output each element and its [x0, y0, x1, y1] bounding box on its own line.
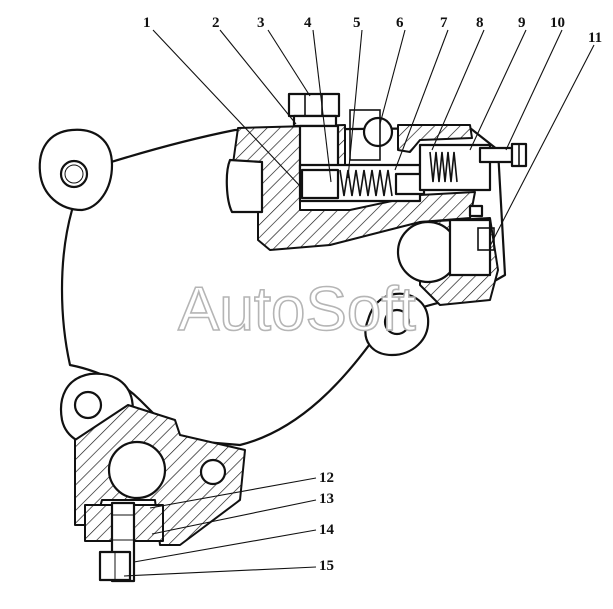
- callout-label-2: 2: [212, 15, 220, 31]
- leader-line-9: [469, 29, 527, 151]
- leader-line-2: [219, 29, 297, 125]
- callout-label-6: 6: [396, 15, 404, 31]
- callout-13: 13: [151, 491, 334, 535]
- callout-label-15: 15: [319, 558, 334, 574]
- callout-label-11: 11: [588, 30, 602, 46]
- callout-5: 5: [347, 15, 363, 179]
- callout-10: 10: [505, 15, 565, 151]
- leader-line-11: [489, 44, 595, 247]
- callout-label-1: 1: [143, 15, 151, 31]
- watermark: AutoSoft: [178, 275, 416, 344]
- callout-3: 3: [257, 15, 311, 97]
- valve-plunger: [300, 168, 340, 200]
- outlet-bore: [107, 440, 167, 500]
- leader-line-14: [133, 529, 317, 563]
- leader-line-15: [123, 566, 317, 577]
- callout-label-13: 13: [319, 491, 334, 507]
- callout-label-7: 7: [440, 15, 448, 31]
- callout-label-5: 5: [353, 15, 361, 31]
- leader-line-13: [151, 499, 317, 535]
- callout-7: 7: [394, 15, 449, 171]
- leader-line-8: [431, 29, 485, 151]
- callout-9: 9: [469, 15, 527, 151]
- callout-label-10: 10: [550, 15, 565, 31]
- callout-11: 11: [489, 30, 602, 247]
- end-plug: [448, 218, 492, 277]
- mounting-hole-right: [383, 308, 411, 336]
- outlet-small-hole: [199, 458, 227, 486]
- callout-2: 2: [212, 15, 297, 125]
- seal-ring-right: [468, 204, 484, 218]
- hex-plug-washer: [292, 114, 338, 128]
- leader-line-10: [505, 29, 563, 151]
- leader-line-3: [267, 29, 311, 97]
- callout-12: 12: [149, 470, 334, 509]
- callout-8: 8: [431, 15, 485, 151]
- callout-label-3: 3: [257, 15, 265, 31]
- callout-1: 1: [143, 15, 301, 187]
- callout-label-14: 14: [319, 522, 335, 538]
- relief-valve-spring: [429, 151, 458, 183]
- leader-line-5: [347, 29, 363, 179]
- leader-line-1: [152, 29, 301, 187]
- leader-line-12: [149, 477, 317, 509]
- inlet-bore: [225, 158, 264, 214]
- callout-15: 15: [123, 558, 334, 577]
- leader-line-4: [312, 29, 332, 183]
- callout-label-4: 4: [304, 15, 312, 31]
- callout-label-12: 12: [319, 470, 334, 486]
- mounting-hole-bottom-left: [73, 390, 103, 420]
- valve-body-right-flange: [397, 124, 473, 153]
- adjusting-screw: [478, 146, 514, 164]
- mounting-hole-top-left-inner: [64, 164, 84, 184]
- callout-4: 4: [304, 15, 332, 183]
- callout-6: 6: [379, 15, 406, 125]
- port-boss: [349, 109, 381, 161]
- callout-label-9: 9: [518, 15, 526, 31]
- callout-label-8: 8: [476, 15, 484, 31]
- port-hole: [362, 116, 394, 148]
- leader-line-7: [394, 29, 449, 171]
- leader-line-6: [379, 29, 406, 125]
- callout-14: 14: [133, 522, 335, 563]
- hex-plug-cap: [287, 92, 341, 118]
